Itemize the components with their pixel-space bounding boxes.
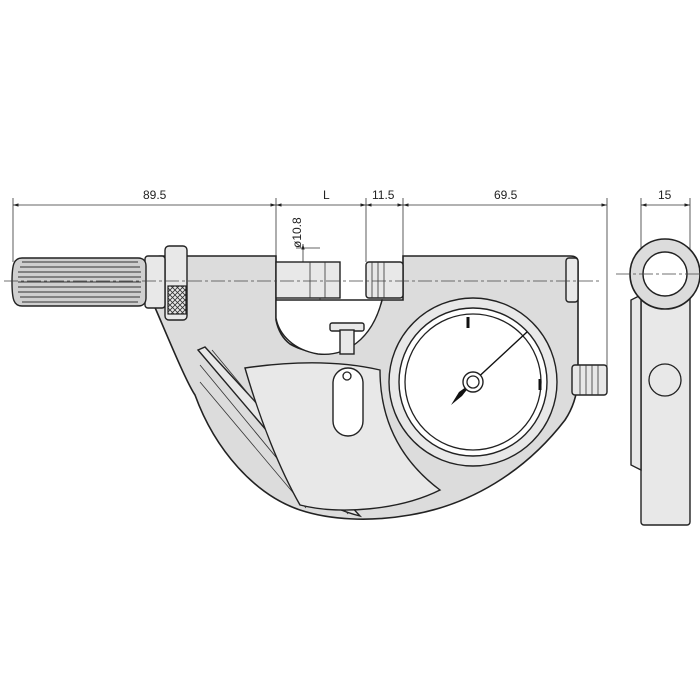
- dim-right-length: 69.5: [494, 188, 518, 202]
- dim-spindle-diameter: ø10.8: [290, 217, 304, 248]
- micrometer-side-view: [616, 238, 700, 526]
- dial-gauge-icon: [388, 297, 558, 467]
- dim-gap-length: L: [323, 188, 330, 202]
- handle-knurling: [18, 261, 141, 303]
- dim-side-thickness: 15: [658, 188, 672, 202]
- dim-spindle-length: 11.5: [372, 188, 395, 202]
- micrometer-front-view: [4, 245, 608, 520]
- dim-left-length: 89.5: [143, 188, 167, 202]
